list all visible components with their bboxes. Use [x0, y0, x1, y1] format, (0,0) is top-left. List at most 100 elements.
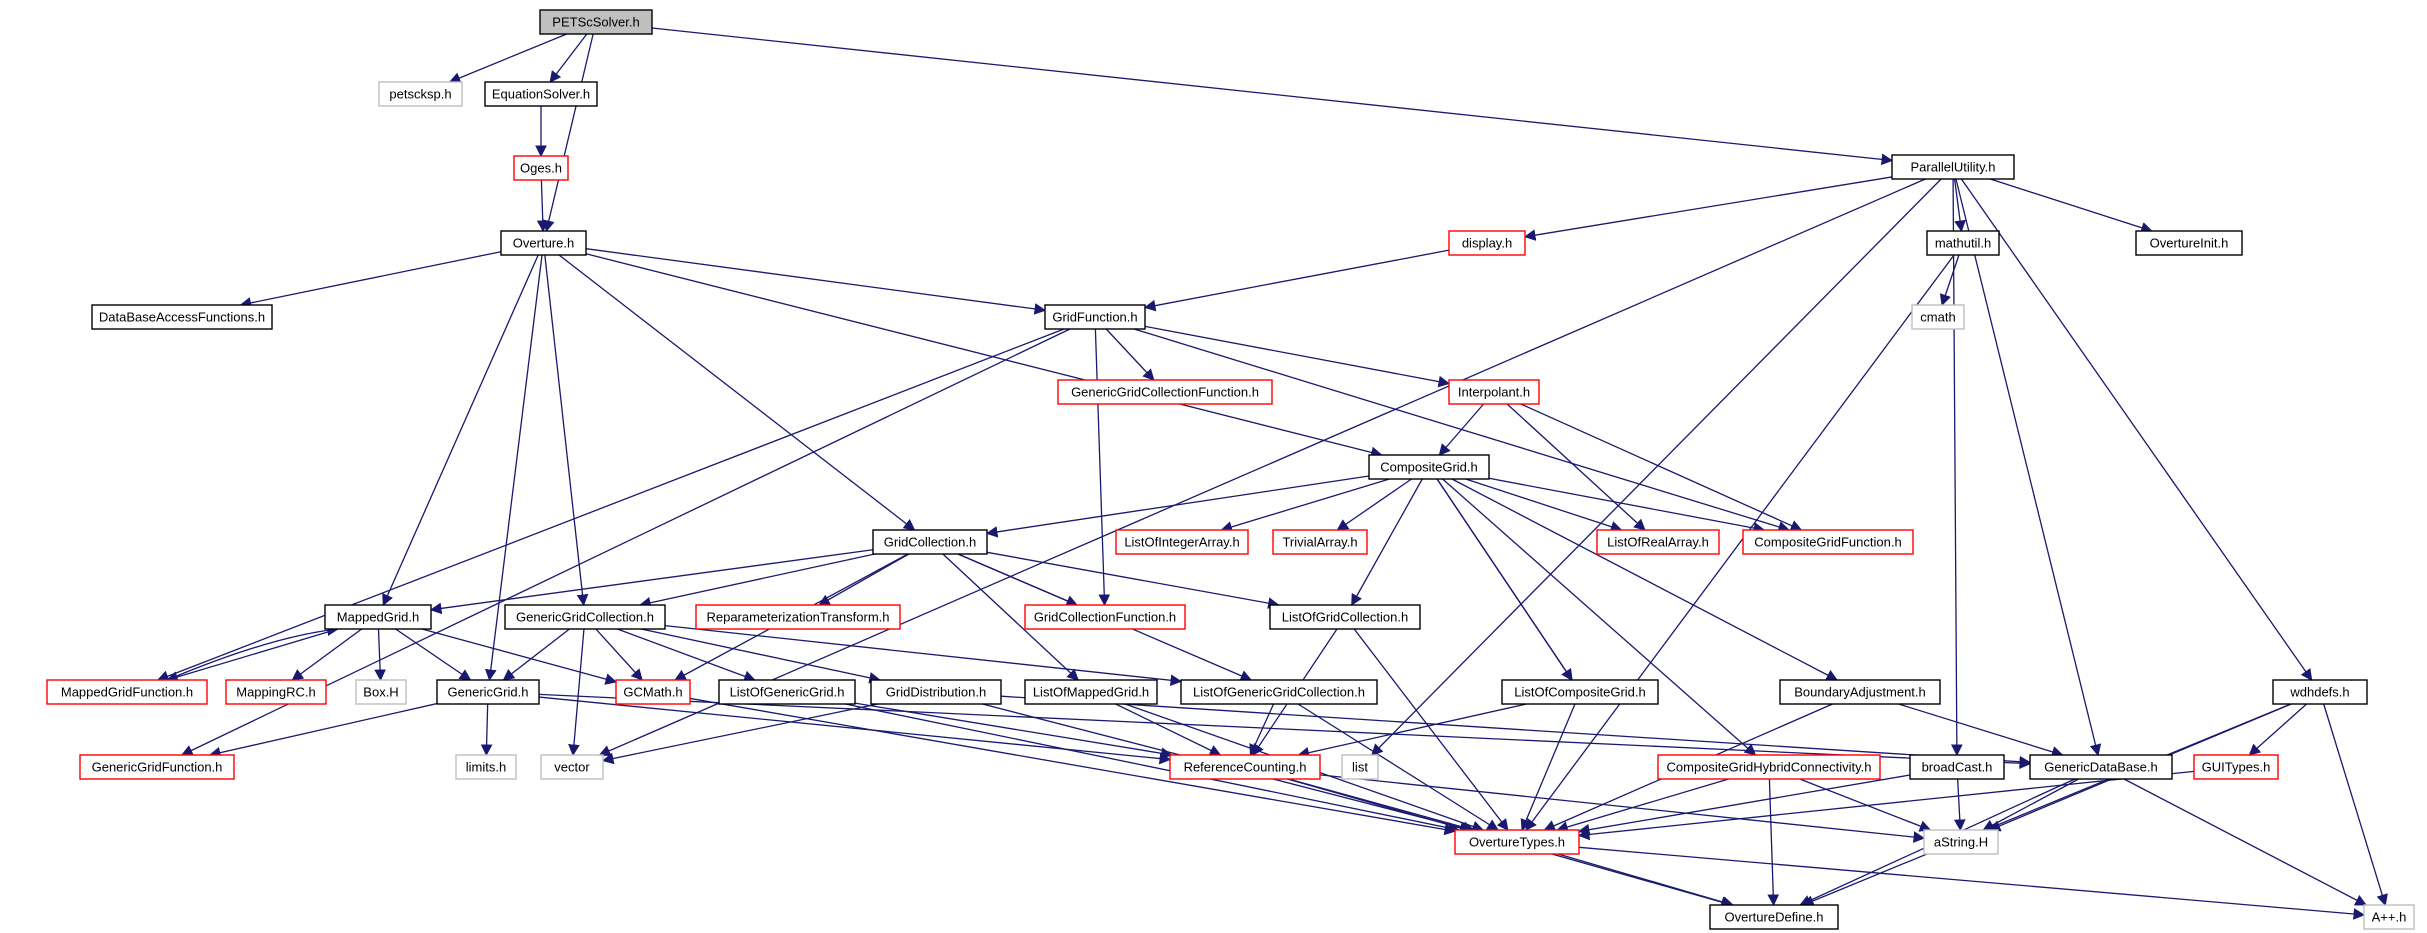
node-label: OvertureInit.h — [2150, 236, 2229, 251]
node-label: ParallelUtility.h — [1910, 160, 1995, 175]
node-genericgrid[interactable]: GenericGrid.h — [436, 679, 540, 705]
node-listofrealarray[interactable]: ListOfRealArray.h — [1596, 529, 1720, 555]
node-parallelutility[interactable]: ParallelUtility.h — [1891, 154, 2015, 180]
node-box — [718, 679, 856, 705]
node-wdhdefs[interactable]: wdhdefs.h — [2272, 679, 2368, 705]
edge-listofgc-to-ovttypes — [1353, 628, 1509, 831]
node-mathutil[interactable]: mathutil.h — [1926, 230, 2000, 256]
edge-compositegrid-to-listofgc — [1351, 478, 1423, 607]
node-box — [695, 604, 901, 630]
edge-listofmg-to-refcount — [1115, 703, 1222, 756]
edge-gridcollection-to-ggcollection — [639, 553, 875, 609]
node-trivialarray[interactable]: TrivialArray.h — [1272, 529, 1368, 555]
node-boundaryadj[interactable]: BoundaryAdjustment.h — [1779, 679, 1941, 705]
node-gcmath[interactable]: GCMath.h — [615, 679, 691, 705]
node-appdefs: A++.h — [2363, 904, 2415, 930]
edge-genericgrid-to-gdatabase — [538, 693, 2032, 770]
node-label: Interpolant.h — [1458, 385, 1530, 400]
node-box — [1779, 679, 1941, 705]
node-cghybrid[interactable]: CompositeGridHybridConnectivity.h — [1657, 754, 1881, 780]
node-cmath: cmath — [1911, 304, 1965, 330]
node-gridcollection[interactable]: GridCollection.h — [872, 529, 988, 555]
node-ggcollection[interactable]: GenericGridCollection.h — [504, 604, 666, 630]
node-ggcfunction[interactable]: GenericGridCollectionFunction.h — [1057, 379, 1273, 405]
node-listofintarray[interactable]: ListOfIntegerArray.h — [1115, 529, 1249, 555]
node-listofgg[interactable]: ListOfGenericGrid.h — [718, 679, 856, 705]
node-refcount[interactable]: ReferenceCounting.h — [1169, 754, 1321, 780]
edge-display-to-gridfunction — [1143, 249, 1450, 312]
edge-broadcast-to-astring — [1953, 778, 1966, 832]
edge-overture-to-genericgrid — [484, 254, 543, 682]
node-box — [1169, 754, 1321, 780]
node-compositegrid[interactable]: CompositeGrid.h — [1368, 454, 1490, 480]
node-gcfunction[interactable]: GridCollectionFunction.h — [1024, 604, 1186, 630]
edge-gridfunction-to-ggcfunction — [1105, 328, 1155, 381]
node-gdatabase[interactable]: GenericDataBase.h — [2029, 754, 2173, 780]
node-label: Overture.h — [513, 236, 574, 251]
edge-listofgg-to-refcount — [854, 702, 1173, 760]
edge-petscsolver-to-petscksp — [448, 33, 567, 84]
node-label: limits.h — [466, 760, 506, 775]
node-broadcast[interactable]: broadCast.h — [1909, 754, 2005, 780]
edge-mappedgrid-to-genericgrid — [395, 628, 472, 681]
edge-gcmath-to-ovttypes — [689, 697, 1457, 836]
edge-ovttypes-to-appdefs — [1578, 846, 2366, 920]
node-vector: vector — [540, 754, 604, 780]
node-label: Box.H — [363, 685, 398, 700]
edge-boundaryadj-to-gdatabase — [1898, 703, 2064, 758]
node-databaseaccess[interactable]: DataBaseAccessFunctions.h — [91, 304, 273, 330]
node-label: GCMath.h — [623, 685, 682, 700]
node-listofmg[interactable]: ListOfMappedGrid.h — [1024, 679, 1158, 705]
node-mgfunction[interactable]: MappedGridFunction.h — [46, 679, 208, 705]
node-listofcg[interactable]: ListOfCompositeGrid.h — [1501, 679, 1659, 705]
edge-listofcg-to-refcount — [1297, 703, 1527, 759]
node-ggfunction[interactable]: GenericGridFunction.h — [79, 754, 235, 780]
edge-genericgrid-to-ggfunction — [208, 702, 438, 759]
node-cgfunction[interactable]: CompositeGridFunction.h — [1742, 529, 1914, 555]
edge-ovttypes-to-ovtdefine — [1557, 853, 1735, 908]
node-box — [378, 81, 463, 107]
node-mappedgrid[interactable]: MappedGrid.h — [324, 604, 432, 630]
edge-ggcollection-to-vector — [568, 628, 585, 757]
node-ovtdefine[interactable]: OvertureDefine.h — [1709, 904, 1839, 930]
node-box — [1057, 379, 1273, 405]
node-gridfunction[interactable]: GridFunction.h — [1044, 304, 1146, 330]
node-petscsolver[interactable]: PETScSolver.h — [539, 9, 653, 35]
node-ovttypes[interactable]: OvertureTypes.h — [1454, 829, 1580, 855]
edge-cghybrid-to-ovtdefine — [1767, 778, 1780, 907]
edge-cghybrid-to-ovttypes — [1556, 778, 1729, 833]
node-overture[interactable]: Overture.h — [500, 230, 587, 256]
node-label: GUITypes.h — [2202, 760, 2271, 775]
node-griddist[interactable]: GridDistribution.h — [870, 679, 1002, 705]
edge-overture-to-gridcollection — [558, 254, 916, 531]
node-box — [2029, 754, 2173, 780]
edge-gridfunction-to-gcfunction — [1094, 328, 1111, 607]
edge-refcount-to-astring — [1319, 774, 1926, 843]
node-box — [539, 9, 653, 35]
node-box — [455, 754, 517, 780]
node-boxh: Box.H — [355, 679, 407, 705]
node-equationsolver[interactable]: EquationSolver.h — [484, 81, 598, 107]
node-mappingrc[interactable]: MappingRC.h — [225, 679, 327, 705]
node-display[interactable]: display.h — [1448, 230, 1526, 256]
edge-gridcollection-to-listofmg — [942, 553, 1079, 681]
node-listofgc[interactable]: ListOfGridCollection.h — [1269, 604, 1421, 630]
node-box — [46, 679, 208, 705]
node-box — [1341, 754, 1379, 780]
node-box — [1180, 679, 1378, 705]
node-box — [1454, 829, 1580, 855]
node-listofggc[interactable]: ListOfGenericGridCollection.h — [1180, 679, 1378, 705]
node-label: MappingRC.h — [236, 685, 316, 700]
edge-parallelutility-to-list — [1371, 178, 1942, 756]
node-label: GenericGridCollectionFunction.h — [1071, 385, 1259, 400]
node-oges[interactable]: Oges.h — [513, 155, 569, 181]
node-box — [1272, 529, 1368, 555]
node-box — [1115, 529, 1249, 555]
edge-petscsolver-to-parallelutility — [651, 27, 1894, 166]
node-interpolant[interactable]: Interpolant.h — [1448, 379, 1540, 405]
node-guitypes[interactable]: GUITypes.h — [2193, 754, 2279, 780]
node-reparam[interactable]: ReparameterizationTransform.h — [695, 604, 901, 630]
node-ovtinit[interactable]: OvertureInit.h — [2135, 230, 2243, 256]
node-box — [2363, 904, 2415, 930]
